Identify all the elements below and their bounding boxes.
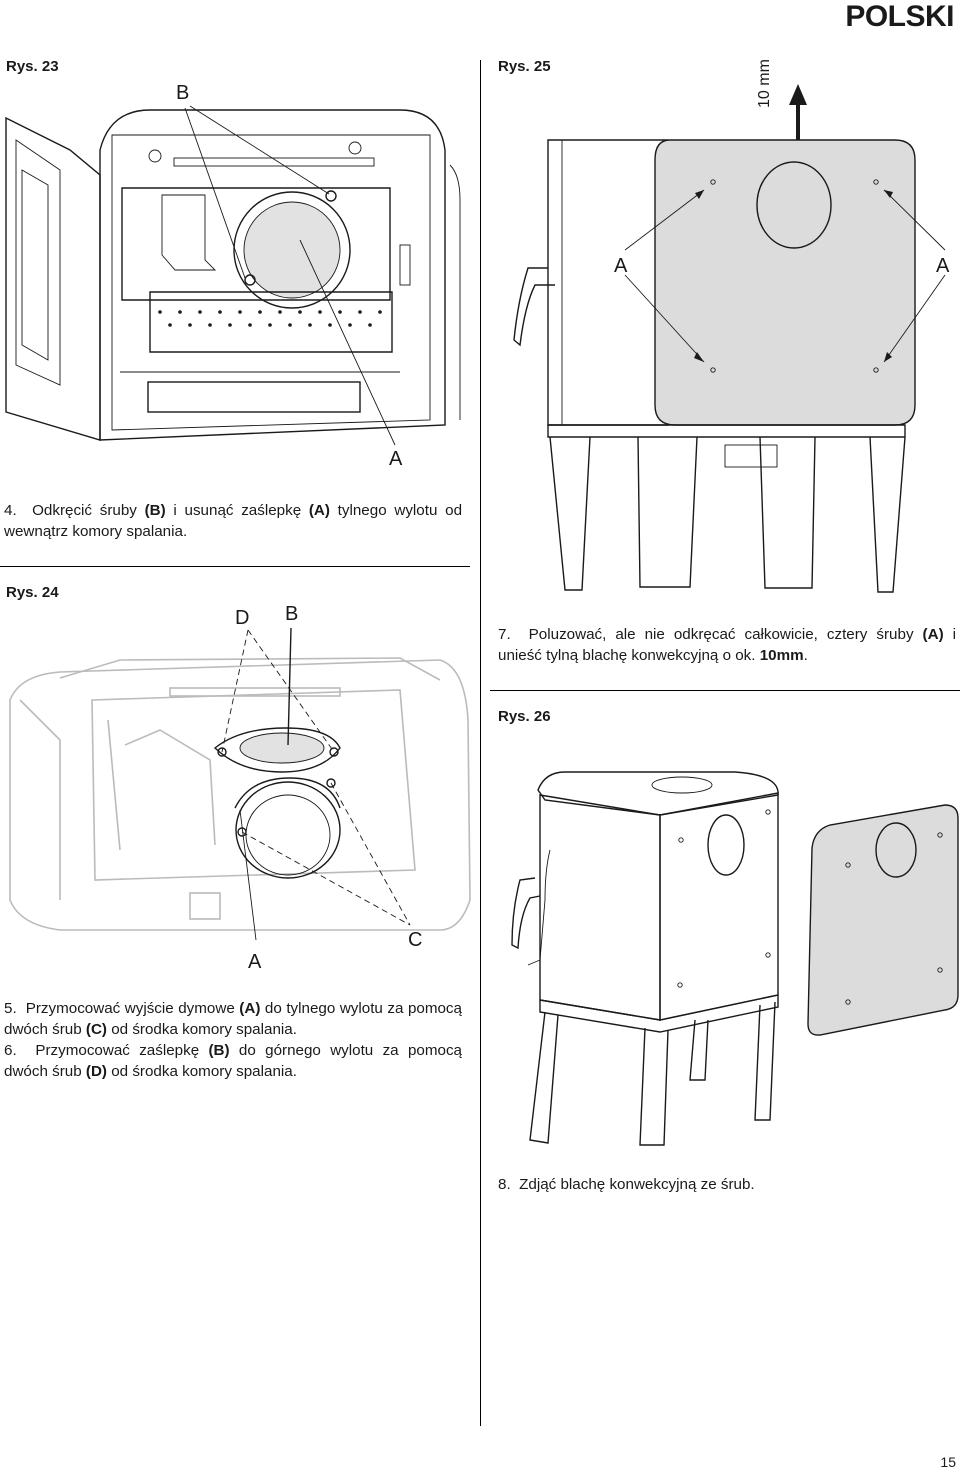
instruction-step-8: 8. Zdjąć blachę konwekcyjną ze śrub. [498, 1176, 755, 1193]
figure-rys25-drawing [513, 84, 946, 593]
figure-label-rys25: Rys. 25 [498, 58, 551, 75]
figure-label-rys24: Rys. 24 [6, 584, 59, 601]
page-number: 15 [940, 1454, 956, 1470]
callout-b-rys24: B [285, 603, 299, 625]
instruction-step-5: 5. Przymocować wyjście dymowe (A) do tyl… [4, 1000, 462, 1038]
language-heading: POLSKI [845, 0, 954, 33]
figure-rys23-drawing [5, 105, 461, 446]
callout-a-right-rys25: A [936, 255, 950, 277]
callout-a-left-rys25: A [614, 255, 628, 277]
figure-label-rys26: Rys. 26 [498, 708, 551, 725]
figure-rys24-drawing [9, 627, 471, 941]
callout-b-rys23: B [176, 82, 190, 104]
section-divider-right [490, 690, 960, 691]
figure-rys26-drawing [511, 771, 959, 1146]
callout-d-rys24: D [235, 607, 250, 629]
callout-a-rys23: A [389, 448, 403, 470]
instruction-step-7: 7. Poluzować, ale nie odkręcać całkowici… [498, 626, 957, 664]
callout-a-rys24: A [248, 951, 262, 973]
column-divider [480, 60, 481, 1426]
instruction-step-6: 6. Przymocować zaślepkę (B) do górnego w… [4, 1042, 462, 1080]
callout-c-rys24: C [408, 929, 423, 951]
instruction-step-4: 4. Odkręcić śruby (B) i usunąć zaślepkę … [4, 502, 463, 540]
figure-label-rys23: Rys. 23 [6, 58, 59, 75]
section-divider [0, 566, 470, 567]
